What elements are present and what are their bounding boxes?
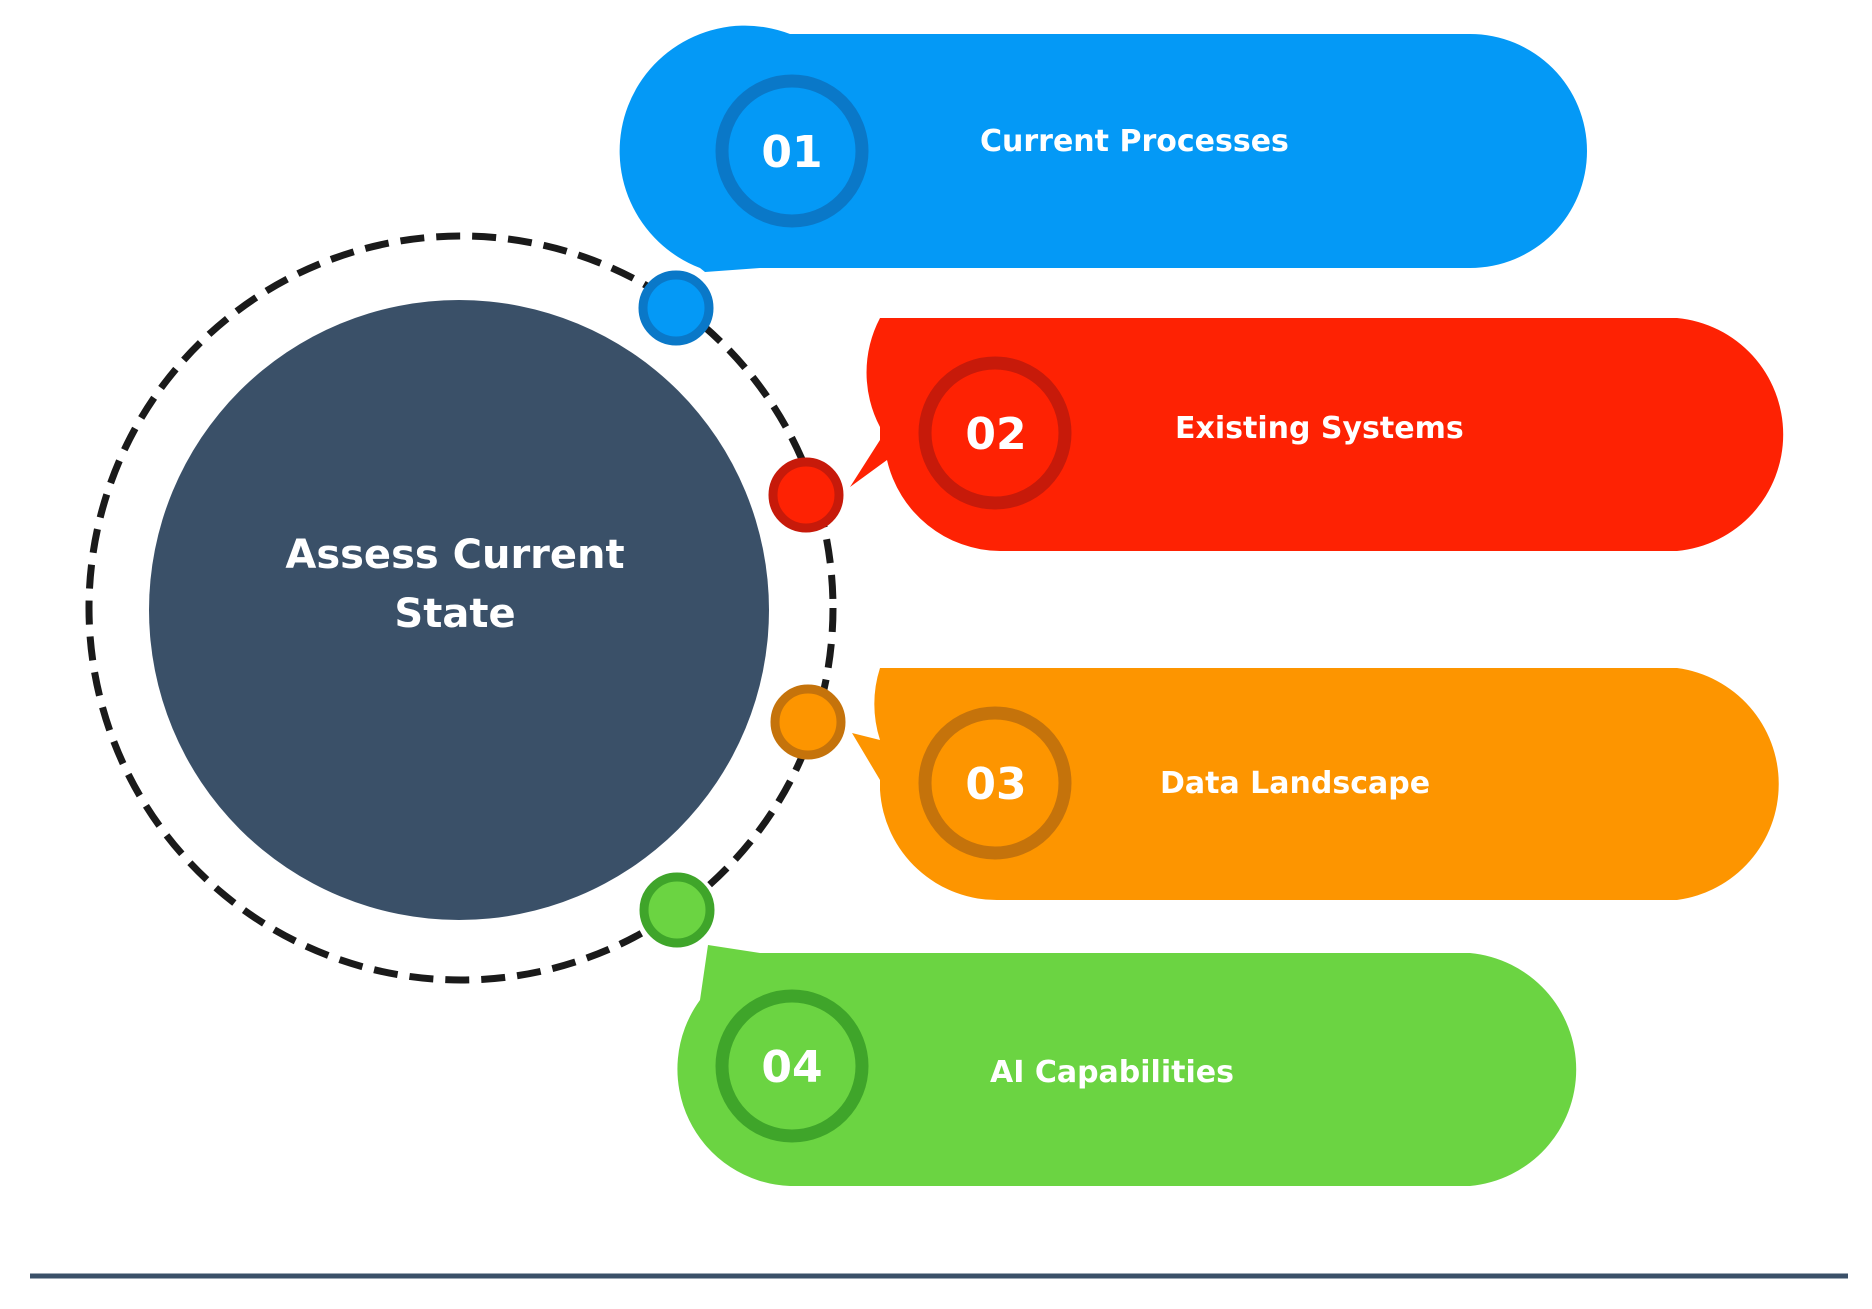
step-04-number-ring <box>715 989 869 1143</box>
step-04-bubble <box>677 945 1577 1186</box>
step-04: 04 AI Capabilities <box>639 872 1577 1186</box>
step-04-connector-node <box>639 872 715 948</box>
step-02-connector-node <box>768 457 844 533</box>
step-01-number: 01 <box>761 127 822 178</box>
step-04-label: AI Capabilities <box>990 1055 1234 1090</box>
step-03-label: Data Landscape <box>1160 766 1430 801</box>
step-02-label: Existing Systems <box>1175 411 1464 446</box>
step-03-bubble <box>852 668 1779 901</box>
step-02-number-ring <box>918 356 1072 510</box>
dashed-orbit-ring <box>85 232 837 984</box>
step-03-connector-node <box>770 684 846 760</box>
step-02-number: 02 <box>965 409 1026 460</box>
step-04-number: 04 <box>761 1042 822 1093</box>
step-03-number: 03 <box>965 759 1026 810</box>
step-03-number-ring <box>918 706 1072 860</box>
hub-circle <box>149 300 769 920</box>
step-03: 03 Data Landscape <box>770 668 1779 901</box>
hub-label-line2: State <box>394 591 515 637</box>
step-01-number-ring <box>715 74 869 228</box>
step-01-connector-node <box>638 270 714 346</box>
step-02: 02 Existing Systems <box>768 318 1784 551</box>
step-01: 01 Current Processes <box>619 25 1587 346</box>
hub-label-line1: Assess Current <box>285 532 624 578</box>
hub-node: Assess Current State <box>149 300 769 920</box>
step-02-bubble <box>850 318 1784 551</box>
step-01-bubble <box>619 25 1587 272</box>
step-01-label: Current Processes <box>980 124 1289 159</box>
